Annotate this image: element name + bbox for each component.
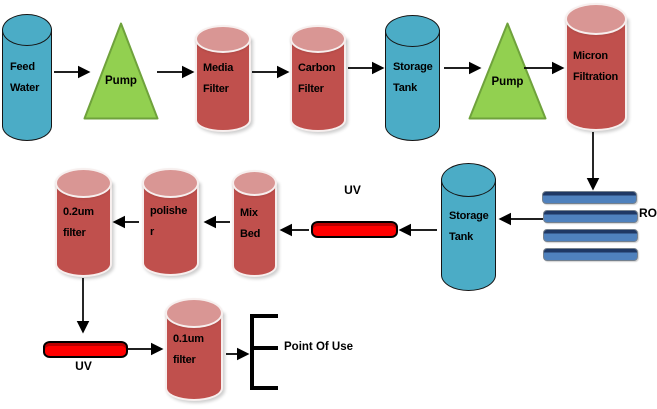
node-label: Carbon Filter xyxy=(298,61,336,95)
node-label: Media Filter xyxy=(203,61,234,95)
node-storage-tank-2: Storage Tank xyxy=(441,163,496,291)
node-0-2um-filter: 0.2um filter xyxy=(55,168,112,277)
uv-2-label: UV xyxy=(75,359,92,373)
cylinder-top xyxy=(441,163,496,197)
node-mix-bed: Mix Bed xyxy=(232,170,277,277)
node-carbon-filter: Carbon Filter xyxy=(290,25,346,132)
cylinder-top xyxy=(290,25,346,53)
ro-membrane-disc xyxy=(543,210,638,223)
node-micron-filtration: Micron Filtration xyxy=(565,3,627,131)
ro-membrane-disc xyxy=(543,248,638,261)
node-0-1um-filter: 0.1um filter xyxy=(165,298,223,401)
cylinder-top xyxy=(565,3,627,35)
cylinder-body xyxy=(385,30,440,141)
node-label: 0.2um filter xyxy=(63,205,94,239)
node-label: Mix Bed xyxy=(240,206,261,240)
node-label: Pump xyxy=(491,76,524,88)
node-uv-1 xyxy=(311,221,398,238)
node-label: Storage Tank xyxy=(393,61,433,94)
node-label: Micron Filtration xyxy=(573,50,619,83)
uv-1-label: UV xyxy=(344,183,361,197)
point-of-use-bracket xyxy=(250,314,278,390)
node-media-filter: Media Filter xyxy=(195,25,251,132)
cylinder-body xyxy=(441,179,496,291)
node-feed-water: Feed Water xyxy=(2,14,52,141)
ro-membrane-disc xyxy=(543,229,638,242)
node-uv-2 xyxy=(43,341,128,358)
pump-triangle-shape xyxy=(468,22,547,120)
node-label: Storage Tank xyxy=(449,210,489,243)
cylinder-body xyxy=(232,181,277,277)
point-of-use-label: Point Of Use xyxy=(284,341,354,353)
node-label: polisher xyxy=(150,205,188,238)
node-label: Pump xyxy=(105,75,137,87)
node-pump-2 xyxy=(468,22,547,120)
node-label: Feed Water xyxy=(10,60,40,94)
node-pump-1 xyxy=(83,22,159,120)
ro-label: RO xyxy=(639,206,657,220)
ro-membrane-disc xyxy=(542,191,637,204)
cylinder-body xyxy=(2,29,52,141)
cylinder-top xyxy=(195,25,251,53)
cylinder-top xyxy=(165,298,223,328)
cylinder-top xyxy=(55,168,112,198)
cylinder-top xyxy=(385,15,440,47)
cylinder-top xyxy=(232,170,277,196)
cylinder-body xyxy=(565,17,627,131)
cylinder-top xyxy=(2,14,52,46)
cylinder-top xyxy=(142,168,199,198)
node-polisher: polisher xyxy=(142,168,199,276)
pump-triangle-shape xyxy=(83,22,159,120)
node-storage-tank-1: Storage Tank xyxy=(385,15,440,141)
node-label: 0.1um filter xyxy=(173,332,204,366)
